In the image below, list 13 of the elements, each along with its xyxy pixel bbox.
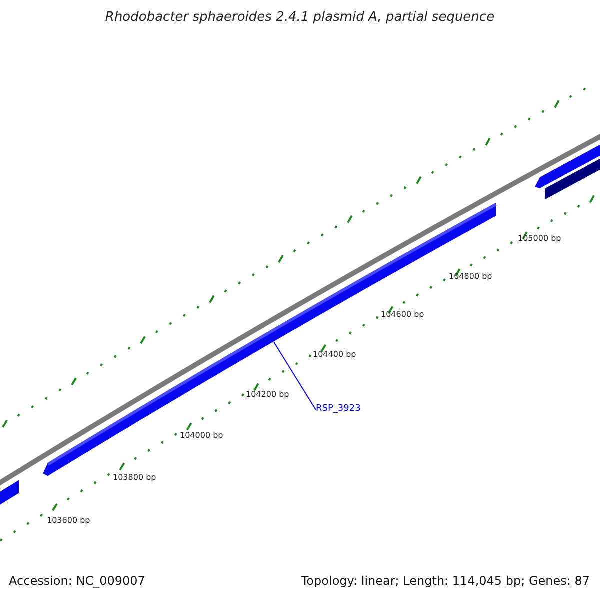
scale-label: 104200 bp <box>246 390 290 399</box>
gene-label: RSP_3923 <box>316 404 361 414</box>
scale-label: 104600 bp <box>381 310 424 319</box>
scale-label: 104800 bp <box>449 272 492 281</box>
leader-line <box>273 341 316 410</box>
footer-text: Topology: linear; Length: 114,045 bp; Genes: 87 <box>301 574 590 588</box>
scale-label: 103800 bp <box>113 473 156 482</box>
scale-label: 105000 bp <box>518 234 562 243</box>
title: Rhodobacter sphaeroides 2.4.1 plasmid A, partial sequence <box>104 10 496 25</box>
scale-label: 103600 bp <box>47 516 90 525</box>
footer-text: Accession: NC_009007 <box>9 574 146 588</box>
scale-label: 104000 bp <box>180 431 224 440</box>
scale-label: 104400 bp <box>313 350 356 359</box>
